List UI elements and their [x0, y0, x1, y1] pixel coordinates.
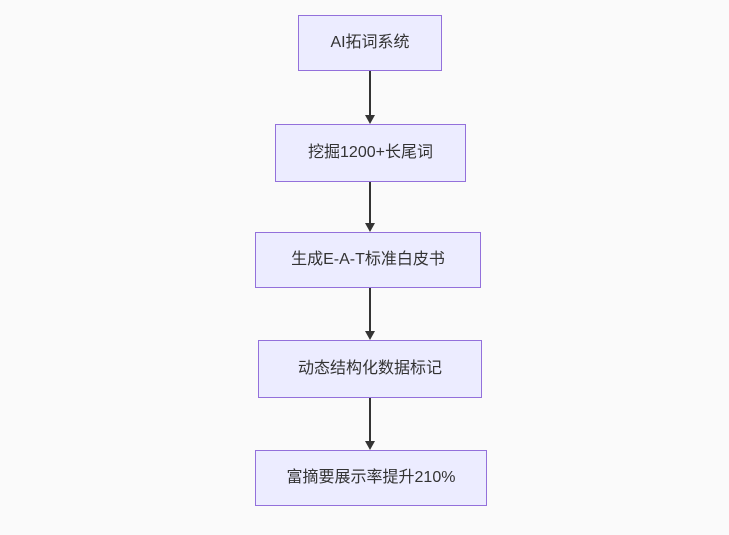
flow-arrow-1: [365, 71, 375, 124]
flow-node-ai-expansion-system: AI拓词系统: [298, 15, 442, 71]
arrow-line: [369, 288, 371, 333]
arrowhead-icon: [365, 441, 375, 450]
arrow-line: [369, 71, 371, 117]
flow-node-structured-data-markup: 动态结构化数据标记: [258, 340, 482, 398]
flow-arrow-2: [365, 182, 375, 232]
flow-node-eat-whitepaper: 生成E-A-T标准白皮书: [255, 232, 481, 288]
flow-node-label: AI拓词系统: [330, 34, 410, 51]
arrowhead-icon: [365, 331, 375, 340]
flow-arrow-4: [365, 398, 375, 450]
flow-node-label: 挖掘1200+长尾词: [308, 144, 433, 161]
flow-node-longtail-keywords: 挖掘1200+长尾词: [275, 124, 466, 182]
arrowhead-icon: [365, 115, 375, 124]
flow-node-label: 动态结构化数据标记: [297, 360, 442, 377]
flow-node-label: 富摘要展示率提升210%: [286, 469, 456, 486]
arrowhead-icon: [365, 223, 375, 232]
arrow-line: [369, 398, 371, 443]
flow-node-rich-snippet-result: 富摘要展示率提升210%: [255, 450, 487, 506]
flow-node-label: 生成E-A-T标准白皮书: [291, 251, 445, 268]
flow-arrow-3: [365, 288, 375, 340]
arrow-line: [369, 182, 371, 225]
